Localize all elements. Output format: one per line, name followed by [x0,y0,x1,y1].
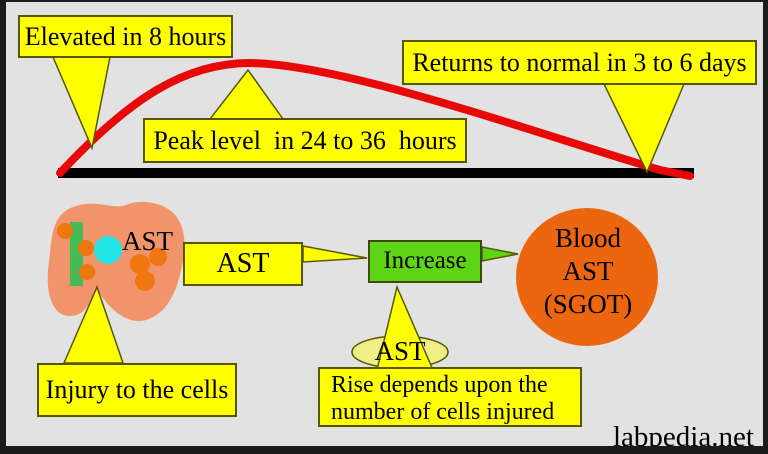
increase-to-blood-arrow [481,246,519,262]
peak-callout-pointer [208,68,285,120]
ast-level-curve [56,58,694,180]
ast-box: AST [183,242,303,286]
cell-granule [79,264,95,280]
ellipse-ast-label: AST [374,336,426,366]
cell-granule [130,254,150,274]
blood-label-line2: AST [562,256,614,286]
cell-nucleus [94,236,122,264]
increase-box: Increase [368,240,482,283]
cell-granule [135,271,155,291]
rise-callout: Rise depends upon the number of cells in… [318,367,582,427]
injury-callout: Injury to the cells [37,363,237,417]
frame-edge-left [0,0,6,454]
cell-granule [149,248,167,266]
rise-callout-line2: number of cells injured [331,399,555,425]
blood-ast-sgot-label: Blood AST (SGOT) [517,222,659,321]
blood-label-line1: Blood [554,223,621,253]
blood-circle [516,208,658,346]
peak-callout: Peak level in 24 to 36 hours [143,118,467,163]
cell-granule [57,223,73,239]
blood-label-line3: (SGOT) [543,289,633,319]
frame-edge-top [0,0,768,2]
returns-callout: Returns to normal in 3 to 6 days [402,40,757,85]
frame-edge-bottom [0,446,768,454]
rise-callout-line1: Rise depends upon the [331,372,548,398]
elevated-callout: Elevated in 8 hours [18,15,233,58]
frame-edge-right [763,0,768,454]
cell-ast-label: AST [122,226,174,256]
cell-granule [78,240,94,256]
ast-to-increase-arrow [302,245,368,263]
baseline-axis [58,168,694,178]
